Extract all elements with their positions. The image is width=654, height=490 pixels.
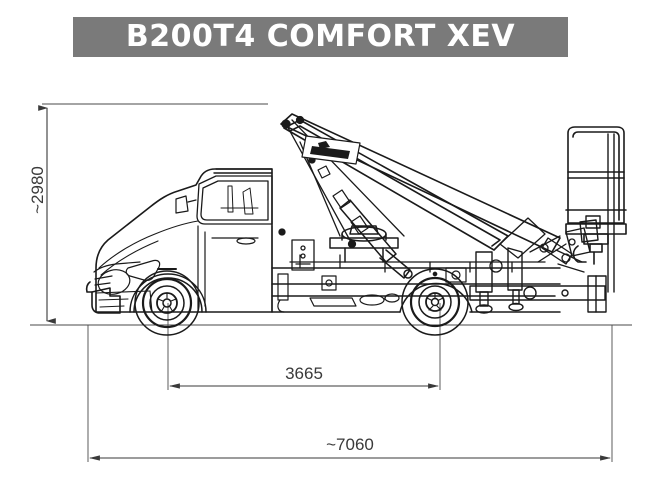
cab-door bbox=[197, 225, 273, 313]
hydraulic-detail bbox=[277, 267, 467, 313]
title-banner: B200T4 COMFORT XEV bbox=[73, 17, 568, 57]
page-title: B200T4 COMFORT XEV bbox=[125, 19, 516, 54]
vehicle-drawing bbox=[85, 113, 627, 336]
van-cab-body bbox=[85, 168, 273, 314]
basket-support-column bbox=[607, 133, 615, 293]
dimension-witness-lines bbox=[30, 103, 632, 462]
front-wheel bbox=[134, 268, 200, 336]
rear-support-linkage bbox=[499, 217, 585, 273]
subframe-deck bbox=[289, 254, 546, 273]
lift-cylinder bbox=[339, 199, 413, 279]
basket-mount-arm bbox=[565, 215, 601, 257]
turret-base bbox=[329, 225, 399, 263]
outrigger-stabilizers bbox=[469, 247, 607, 314]
telescopic-boom-upper bbox=[280, 113, 561, 253]
control-box bbox=[291, 239, 315, 271]
cab-roof bbox=[213, 168, 273, 174]
boom-slots bbox=[317, 165, 369, 235]
cab-hood bbox=[98, 220, 199, 276]
cab-mirror bbox=[175, 195, 197, 214]
cab-windshield bbox=[196, 175, 273, 225]
cab-grille bbox=[93, 259, 161, 295]
dimension-label-wheelbase: 3665 bbox=[285, 364, 323, 383]
rear-wheel bbox=[401, 268, 469, 336]
dimension-label-length: ~7060 bbox=[326, 435, 374, 454]
boom-logo-badge bbox=[301, 135, 361, 165]
cab-interior bbox=[220, 185, 259, 215]
rear-wheel-arch bbox=[399, 282, 473, 313]
